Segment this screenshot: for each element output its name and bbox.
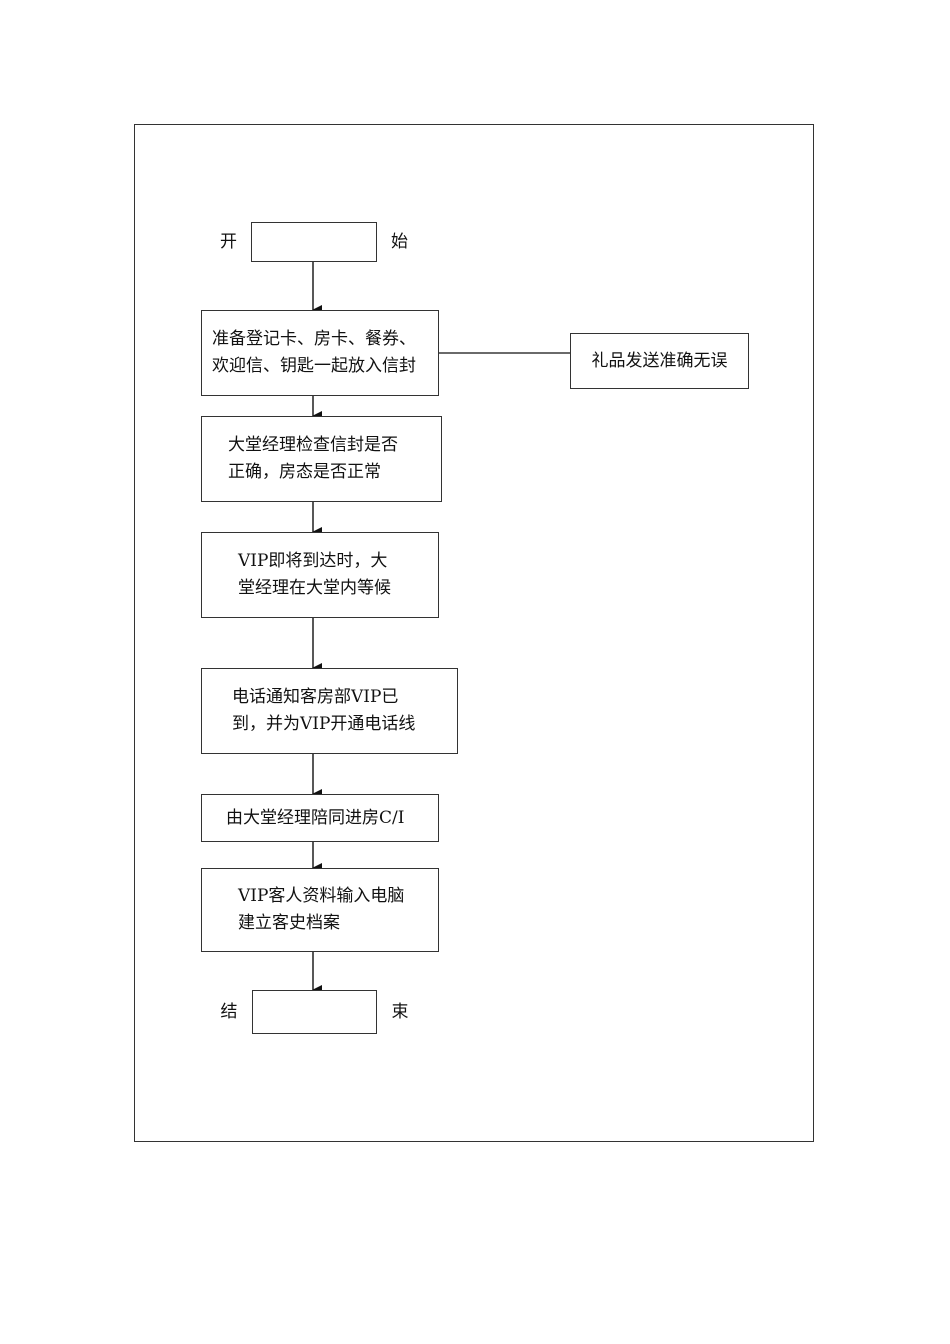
step-vip-arrival: VIP即将到达时，大 堂经理在大堂内等候 [201, 532, 439, 618]
step-prepare-envelope-line-2: 欢迎信、钥匙一起放入信封 [212, 356, 416, 376]
step-vip-arrival-line-2: 堂经理在大堂内等候 [238, 578, 391, 598]
side-note-gift: 礼品发送准确无误 [570, 333, 749, 389]
step-vip-arrival-line-1: VIP即将到达时，大 [238, 551, 388, 571]
start-node: 开 始 [220, 222, 408, 262]
side-note-gift-label: 礼品发送准确无误 [591, 350, 728, 371]
step-escort-checkin-line-1: 由大堂经理陪同进房C/I [226, 807, 405, 828]
step-manager-check-line-2: 正确，房态是否正常 [228, 462, 381, 482]
step-manager-check: 大堂经理检查信封是否 正确，房态是否正常 [201, 416, 442, 502]
step-guest-profile: VIP客人资料输入电脑 建立客史档案 [201, 868, 439, 952]
step-prepare-envelope-line-1: 准备登记卡、房卡、餐券、 [212, 329, 416, 349]
start-label: 开 始 [220, 231, 448, 252]
end-label: 结 束 [220, 1001, 449, 1022]
step-notify-housekeeping: 电话通知客房部VIP已 到，并为VIP开通电话线 [201, 668, 458, 754]
step-notify-housekeeping-line-2: 到，并为VIP开通电话线 [232, 714, 416, 734]
step-guest-profile-line-1: VIP客人资料输入电脑 [238, 886, 405, 906]
step-prepare-envelope: 准备登记卡、房卡、餐券、 欢迎信、钥匙一起放入信封 [201, 310, 439, 396]
step-guest-profile-line-2: 建立客史档案 [238, 913, 340, 933]
flowchart-frame [134, 124, 814, 1142]
step-manager-check-line-1: 大堂经理检查信封是否 [228, 435, 398, 455]
end-node: 结 束 [221, 990, 409, 1034]
step-notify-housekeeping-line-1: 电话通知客房部VIP已 [232, 687, 399, 707]
step-escort-checkin: 由大堂经理陪同进房C/I [201, 794, 439, 842]
